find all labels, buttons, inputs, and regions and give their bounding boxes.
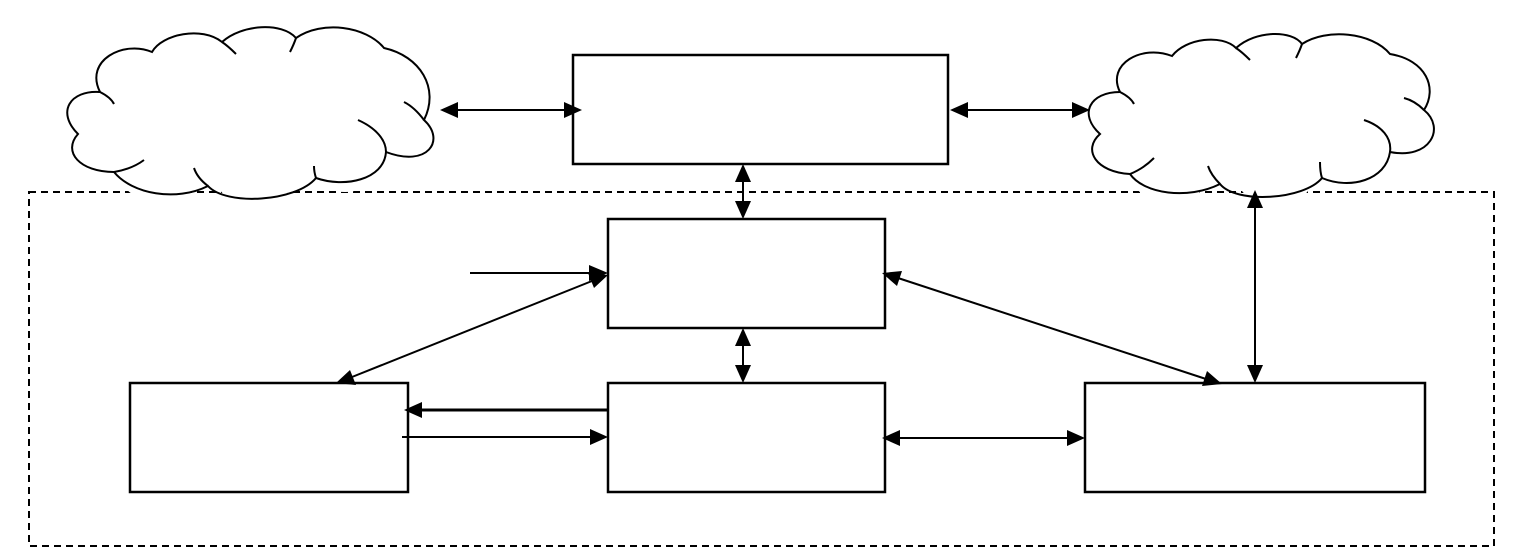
- edge-bottom-left-to-bottom-center: [402, 429, 608, 445]
- edge-external-input-middle-box: [470, 265, 608, 281]
- edge-middle-box-bottom-left-box: [336, 273, 608, 385]
- edge-left-cloud-top-box: [440, 102, 582, 118]
- bottom-center-box: [606, 381, 887, 494]
- edge-top-box-middle-box: [735, 164, 751, 219]
- edge-middle-box-bottom-right-box: [882, 271, 1222, 386]
- left-cloud: [62, 24, 435, 207]
- middle-box: [606, 217, 887, 330]
- system-boundary: [28, 191, 1495, 547]
- edge-middle-box-bottom-center-box: [735, 328, 751, 383]
- bottom-right-box: [1083, 381, 1427, 494]
- edge-bottom-center-bottom-right-box: [882, 430, 1085, 446]
- edge-right-cloud-bottom-right-box: [1247, 190, 1263, 383]
- edge-bottom-center-to-bottom-left: [404, 402, 608, 418]
- edge-top-box-right-cloud: [950, 102, 1090, 118]
- right-cloud: [1079, 28, 1435, 207]
- bottom-left-box: [128, 381, 410, 494]
- top-box: [571, 53, 950, 166]
